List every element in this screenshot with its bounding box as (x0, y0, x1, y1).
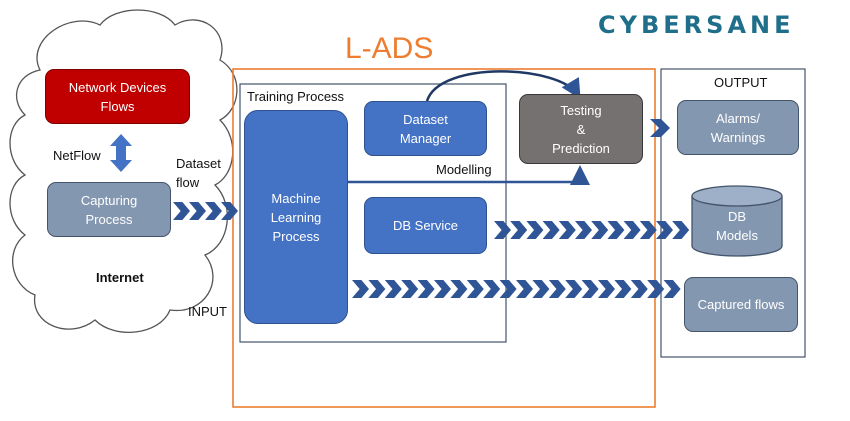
testing-prediction-box: Testing & Prediction (519, 94, 643, 164)
chevron-segment (516, 280, 533, 298)
chevron-segment (575, 221, 592, 239)
chevron-segment (542, 221, 560, 239)
dataset-flow-label: Dataset flow (176, 156, 221, 190)
chevron-segment (526, 221, 544, 239)
cybersane-logo: CYBERSANE (592, 5, 792, 45)
chevron-segment (672, 221, 690, 239)
output-label: OUTPUT (714, 75, 768, 90)
training-process-frame (239, 83, 507, 343)
chevron-segment (532, 280, 550, 298)
chevron-segment (630, 280, 648, 298)
modelling-arrow (348, 165, 590, 185)
testing-to-alarms-chevron-arrow (650, 119, 670, 137)
modelling-label: Modelling (436, 162, 492, 177)
chevron-segment (483, 280, 501, 298)
chevron-segment (510, 221, 528, 239)
chevron-segment (614, 280, 632, 298)
netflow-double-arrow (110, 134, 132, 172)
machine-learning-process-box: Machine Learning Process (244, 110, 348, 324)
chevron-segment (205, 202, 222, 220)
chevron-segment (656, 221, 673, 239)
chevron-segment (581, 280, 599, 298)
chevron-segment (647, 280, 665, 298)
chevron-segment (450, 280, 468, 298)
chevron-segment (352, 280, 369, 298)
chevron-segment (558, 221, 576, 239)
l-ads-frame (232, 68, 656, 408)
chevron-segment (494, 221, 511, 239)
diagram-title: L-ADS (345, 32, 434, 65)
chevron-segment (650, 119, 670, 137)
cybersane-logo-text: CYBERSANE (598, 11, 795, 39)
chevron-segment (639, 221, 657, 239)
db-service-box: DB Service (364, 197, 487, 254)
dataset-manager-box: Dataset Manager (364, 101, 487, 156)
db-models-label: DB Models (716, 209, 758, 243)
chevron-segment (499, 280, 517, 298)
network-devices-flows-box: Network Devices Flows (45, 69, 190, 124)
chevron-segment (221, 202, 238, 220)
chevron-segment (598, 280, 615, 298)
chevron-segment (623, 221, 641, 239)
internet-label: Internet (96, 270, 144, 285)
chevron-segment (548, 280, 566, 298)
capturing-process-box: Capturing Process (47, 182, 171, 237)
input-label: INPUT (188, 304, 227, 319)
chevron-segment (368, 280, 386, 298)
chevron-segment (565, 280, 583, 298)
db-service-chevron-arrow (494, 221, 690, 239)
chevron-segment (663, 280, 681, 298)
chevron-segment (466, 280, 484, 298)
input-chevron-arrow (173, 202, 238, 220)
chevron-segment (401, 280, 419, 298)
chevron-segment (173, 202, 190, 220)
captured-flows-box: Captured flows (684, 277, 798, 332)
chevron-segment (417, 280, 435, 298)
chevron-segment (189, 202, 206, 220)
chevron-segment (434, 280, 451, 298)
netflow-label: NetFlow (53, 148, 101, 163)
training-process-label: Training Process (247, 89, 345, 104)
dataset-to-testing-arrow (425, 70, 581, 102)
captured-flows-chevron-arrow (352, 280, 681, 298)
chevron-segment (591, 221, 609, 239)
output-frame (660, 68, 806, 358)
alarms-warnings-box: Alarms/ Warnings (677, 100, 799, 155)
chevron-segment (607, 221, 625, 239)
db-models-cylinder (691, 185, 783, 257)
chevron-segment (384, 280, 402, 298)
